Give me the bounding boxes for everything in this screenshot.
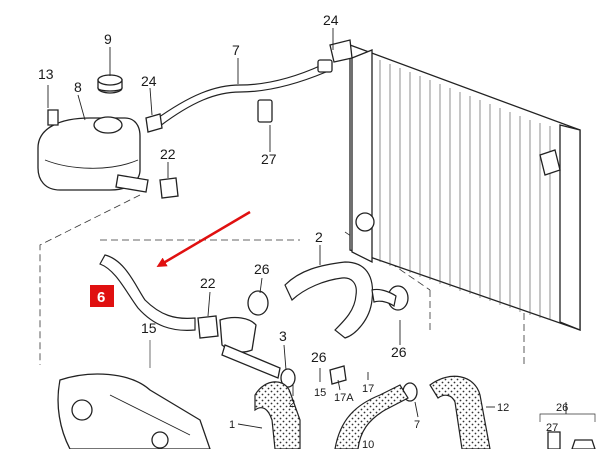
lower-hoses [254, 375, 491, 449]
label-9: 9 [104, 31, 112, 47]
label-27-upper: 27 [261, 151, 277, 167]
hose-6 [99, 254, 196, 331]
label-7-lower: 7 [414, 419, 420, 431]
label-2-bottom: 2 [289, 398, 295, 410]
label-17a: 17A [334, 392, 354, 404]
label-24-radiator: 24 [323, 12, 339, 28]
callout-badge [90, 285, 114, 307]
thermostat-housing [219, 316, 281, 379]
brackets [329, 365, 596, 449]
expansion-tank [37, 109, 149, 193]
leader-lines [47, 28, 567, 429]
label-26-bracket: 26 [556, 402, 568, 414]
label-3: 3 [279, 328, 287, 344]
upper-hose [154, 59, 333, 127]
radiator-fins [379, 60, 551, 320]
callout-arrow [156, 210, 251, 268]
label-15-pipe: 15 [141, 320, 157, 336]
label-24-tank: 24 [141, 73, 157, 89]
hose-2 [284, 261, 397, 339]
engine-block [57, 373, 211, 449]
label-27-bracket: 27 [546, 422, 558, 434]
callout-part-6: 6 [90, 210, 251, 307]
label-26-left: 26 [254, 261, 270, 277]
part-labels: 9 13 8 24 7 24 22 27 2 26 22 15 26 3 26 … [38, 12, 568, 449]
label-2-hose: 2 [315, 229, 323, 245]
label-22-thermo: 22 [200, 275, 216, 291]
label-12: 12 [497, 402, 509, 414]
label-26-right: 26 [391, 344, 407, 360]
label-22-tank: 22 [160, 146, 176, 162]
label-26-mid: 26 [311, 349, 327, 365]
label-8: 8 [74, 79, 82, 95]
label-7-upper: 7 [232, 42, 240, 58]
label-17: 17 [362, 383, 374, 395]
callout-badge-label: 6 [97, 289, 105, 306]
label-10: 10 [362, 439, 374, 449]
label-13: 13 [38, 66, 54, 82]
radiator [329, 39, 581, 331]
label-1: 1 [229, 419, 235, 431]
label-15-bottom: 15 [314, 387, 326, 399]
tank-cap [97, 74, 123, 94]
